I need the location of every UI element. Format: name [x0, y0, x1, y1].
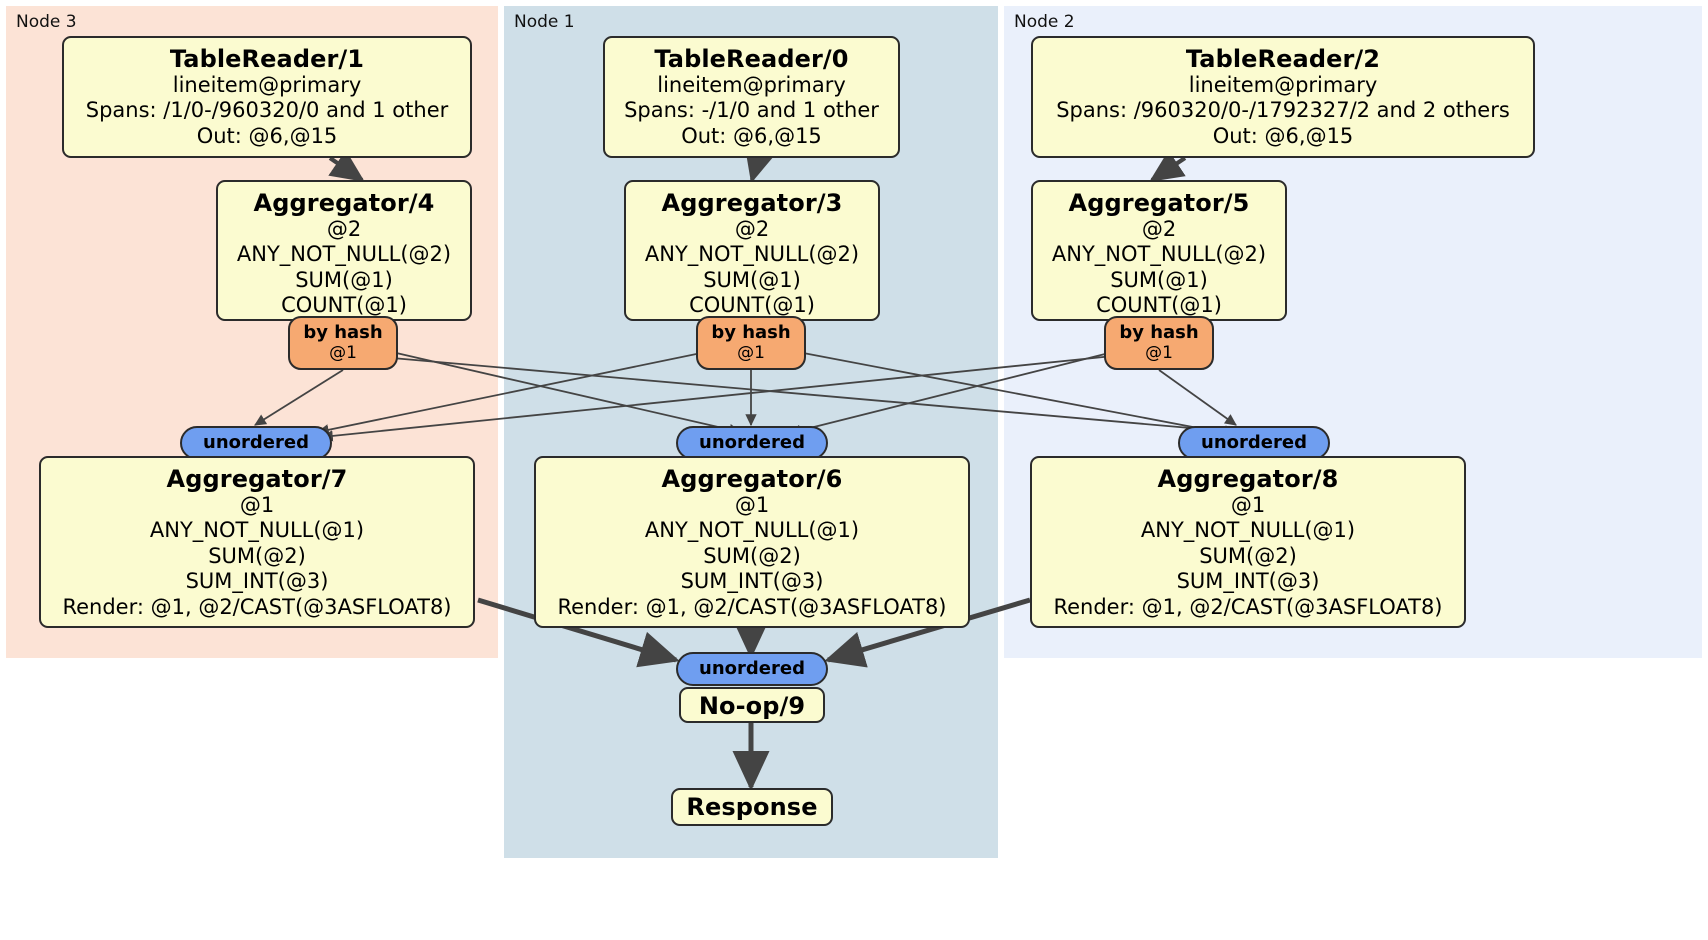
collector-unordered-final[interactable]: unordered	[676, 652, 828, 686]
processor-table-reader-1[interactable]: TableReader/1 lineitem@primary Spans: /1…	[62, 36, 472, 158]
processor-line: @1	[239, 493, 275, 518]
processor-title: Aggregator/6	[661, 465, 843, 493]
processor-line: Spans: -/1/0 and 1 other	[624, 98, 879, 123]
processor-line: ANY_NOT_NULL(@2)	[644, 242, 860, 267]
panel-node-1-label: Node 1	[514, 12, 575, 32]
processor-title: Aggregator/3	[661, 189, 843, 217]
processor-table-reader-0[interactable]: TableReader/0 lineitem@primary Spans: -/…	[603, 36, 900, 158]
processor-line: lineitem@primary	[1188, 73, 1378, 98]
processor-aggregator-6[interactable]: Aggregator/6 @1 ANY_NOT_NULL(@1) SUM(@2)…	[534, 456, 970, 628]
processor-line: SUM(@2)	[1199, 543, 1297, 568]
processor-line: Spans: /960320/0-/1792327/2 and 2 others	[1056, 98, 1510, 123]
processor-line: Render: @1, @2/CAST(@3ASFLOAT8)	[1053, 594, 1443, 619]
processor-line: SUM(@1)	[295, 267, 393, 292]
router-by-hash-right[interactable]: by hash @1	[1104, 316, 1214, 370]
router-sublabel: @1	[737, 342, 765, 363]
processor-line: @2	[1141, 217, 1177, 242]
processor-line: COUNT(@1)	[689, 293, 815, 318]
processor-title: Aggregator/7	[166, 465, 348, 493]
collector-unordered-right[interactable]: unordered	[1178, 426, 1330, 460]
processor-line: @2	[326, 217, 362, 242]
collector-label: unordered	[699, 431, 805, 453]
processor-line: lineitem@primary	[657, 73, 846, 98]
router-by-hash-center[interactable]: by hash @1	[696, 316, 806, 370]
processor-line: COUNT(@1)	[281, 293, 407, 318]
processor-line: lineitem@primary	[172, 73, 362, 98]
processor-title: Aggregator/8	[1157, 465, 1339, 493]
processor-aggregator-7[interactable]: Aggregator/7 @1 ANY_NOT_NULL(@1) SUM(@2)…	[39, 456, 475, 628]
processor-title: TableReader/0	[654, 45, 849, 73]
processor-noop-9[interactable]: No-op/9	[679, 687, 825, 723]
collector-label: unordered	[699, 657, 805, 679]
processor-aggregator-8[interactable]: Aggregator/8 @1 ANY_NOT_NULL(@1) SUM(@2)…	[1030, 456, 1466, 628]
processor-title: Aggregator/4	[253, 189, 435, 217]
router-label: by hash	[303, 322, 383, 344]
processor-line: Render: @1, @2/CAST(@3ASFLOAT8)	[62, 594, 452, 619]
processor-line: SUM_INT(@3)	[1176, 569, 1320, 594]
processor-line: SUM(@2)	[208, 543, 306, 568]
processor-line: Out: @6,@15	[196, 123, 338, 148]
processor-line: SUM(@2)	[703, 543, 801, 568]
processor-line: COUNT(@1)	[1096, 293, 1222, 318]
processor-line: @1	[1230, 493, 1266, 518]
processor-table-reader-2[interactable]: TableReader/2 lineitem@primary Spans: /9…	[1031, 36, 1535, 158]
processor-line: ANY_NOT_NULL(@1)	[644, 518, 860, 543]
processor-line: ANY_NOT_NULL(@1)	[1140, 518, 1356, 543]
processor-line: Spans: /1/0-/960320/0 and 1 other	[85, 98, 449, 123]
router-sublabel: @1	[1145, 342, 1173, 363]
processor-response[interactable]: Response	[671, 788, 833, 826]
collector-unordered-center[interactable]: unordered	[676, 426, 828, 460]
processor-line: Out: @6,@15	[681, 123, 822, 148]
processor-title: Aggregator/5	[1068, 189, 1250, 217]
router-label: by hash	[1119, 322, 1199, 344]
processor-line: SUM_INT(@3)	[680, 569, 824, 594]
panel-node-2-label: Node 2	[1014, 12, 1075, 32]
processor-line: SUM(@1)	[703, 267, 801, 292]
router-by-hash-left[interactable]: by hash @1	[288, 316, 398, 370]
processor-line: @2	[734, 217, 770, 242]
processor-line: SUM_INT(@3)	[185, 569, 329, 594]
processor-aggregator-3[interactable]: Aggregator/3 @2 ANY_NOT_NULL(@2) SUM(@1)…	[624, 180, 880, 321]
router-sublabel: @1	[329, 342, 357, 363]
processor-line: SUM(@1)	[1110, 267, 1208, 292]
panel-node-3-label: Node 3	[16, 12, 77, 32]
collector-label: unordered	[1201, 431, 1307, 453]
processor-line: ANY_NOT_NULL(@2)	[1051, 242, 1267, 267]
processor-line: ANY_NOT_NULL(@1)	[149, 518, 365, 543]
processor-title: Response	[686, 793, 818, 821]
processor-line: Render: @1, @2/CAST(@3ASFLOAT8)	[557, 594, 947, 619]
router-label: by hash	[711, 322, 791, 344]
processor-line: ANY_NOT_NULL(@2)	[236, 242, 452, 267]
processor-line: @1	[734, 493, 770, 518]
processor-line: Out: @6,@15	[1212, 123, 1354, 148]
processor-title: TableReader/1	[169, 45, 365, 73]
processor-aggregator-5[interactable]: Aggregator/5 @2 ANY_NOT_NULL(@2) SUM(@1)…	[1031, 180, 1287, 321]
processor-title: No-op/9	[698, 692, 806, 720]
processor-title: TableReader/2	[1185, 45, 1381, 73]
processor-aggregator-4[interactable]: Aggregator/4 @2 ANY_NOT_NULL(@2) SUM(@1)…	[216, 180, 472, 321]
collector-unordered-left[interactable]: unordered	[180, 426, 332, 460]
collector-label: unordered	[203, 431, 309, 453]
